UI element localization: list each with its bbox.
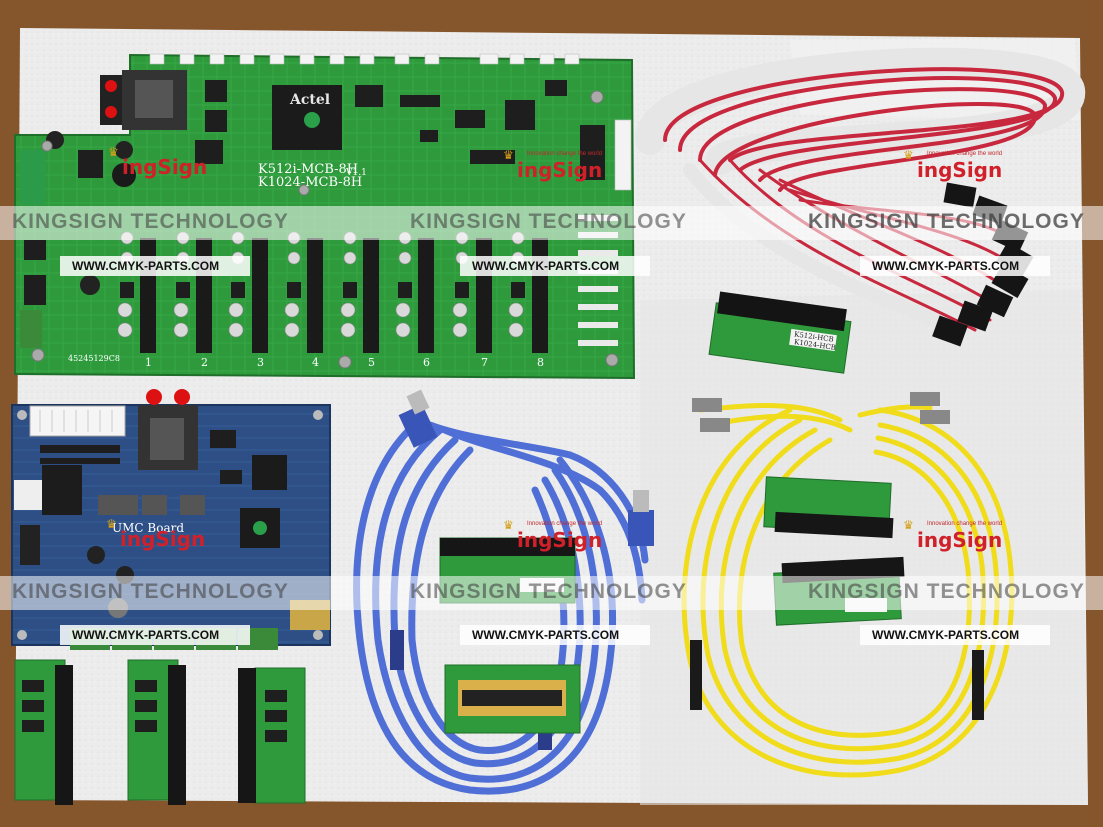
watermark-brand-text: KINGSIGN TECHNOLOGY xyxy=(12,210,289,233)
watermark-url-band xyxy=(60,625,250,645)
logo-brand: ingSign xyxy=(120,527,206,551)
logo-brand: ingSign xyxy=(517,528,603,552)
watermark-url: WWW.CMYK-PARTS.COM xyxy=(72,259,220,273)
watermark-brand-text: KINGSIGN TECHNOLOGY xyxy=(410,210,687,233)
watermark-url-band xyxy=(460,256,650,276)
main-board-label-2: K1024-MCB-8H xyxy=(258,175,363,190)
kingsign-logo: ♛ Innovation change the world ingSign xyxy=(503,518,603,552)
fiber-connectors xyxy=(690,392,984,720)
kingsign-logo: ♛ Innovation change the world ingSign xyxy=(903,518,1003,552)
watermark-url-band xyxy=(860,625,1050,645)
kingsign-logo: ♛ ingSign xyxy=(106,517,206,551)
kingsign-logo: ♛ Innovation change the world ingSign xyxy=(903,148,1003,182)
watermark-url-band xyxy=(460,625,650,645)
logo-tagline: Innovation change the world xyxy=(927,151,1003,157)
kingsign-logo: ♛ Innovation change the world ingSign xyxy=(503,148,603,182)
main-board-label-1: K512i-MCB-8H xyxy=(258,162,359,177)
main-board-serial: 45245129C8 xyxy=(68,354,120,363)
main-board-version: V1.1 xyxy=(346,168,367,178)
slot-number: 3 xyxy=(257,356,264,369)
crown-icon: ♛ xyxy=(903,148,914,162)
logo-brand: ingSign xyxy=(122,155,208,179)
crown-icon: ♛ xyxy=(903,518,914,532)
crown-icon: ♛ xyxy=(503,518,514,532)
main-board-chip-brand: Actel xyxy=(290,92,331,108)
logo-tagline: Innovation change the world xyxy=(527,521,603,527)
watermark-brand-text: KINGSIGN TECHNOLOGY xyxy=(410,580,687,603)
watermark-url: WWW.CMYK-PARTS.COM xyxy=(872,628,1020,642)
umc-board-label: UMC Board xyxy=(112,521,185,535)
slot-number: 8 xyxy=(537,356,544,369)
watermark-brand-text: KINGSIGN TECHNOLOGY xyxy=(12,580,289,603)
slot-number: 6 xyxy=(423,356,430,369)
crown-icon: ♛ xyxy=(106,517,117,531)
crown-icon: ♛ xyxy=(108,145,119,159)
usb-connectors xyxy=(390,389,654,750)
logo-brand: ingSign xyxy=(917,528,1003,552)
watermark-url-band xyxy=(860,256,1050,276)
logo-brand: ingSign xyxy=(517,158,603,182)
kingsign-logo: ♛ ingSign xyxy=(108,145,208,179)
slot-number: 7 xyxy=(481,356,488,369)
watermark-url: WWW.CMYK-PARTS.COM xyxy=(472,259,620,273)
watermark-url: WWW.CMYK-PARTS.COM xyxy=(472,628,620,642)
slot-number: 2 xyxy=(201,356,208,369)
ribbon-cable-bundle xyxy=(635,47,1085,337)
watermark-url: WWW.CMYK-PARTS.COM xyxy=(72,628,220,642)
crown-icon: ♛ xyxy=(503,148,514,162)
adapter-board-top xyxy=(708,291,852,374)
slot-number: 1 xyxy=(145,356,152,369)
slot-number: 4 xyxy=(312,356,319,369)
umc-blue-board xyxy=(11,389,331,650)
logo-tagline: Innovation change the world xyxy=(527,151,603,157)
watermark-brand-text: KINGSIGN TECHNOLOGY xyxy=(808,580,1085,603)
watermark-brand-text: KINGSIGN TECHNOLOGY xyxy=(808,210,1085,233)
watermark-band-bottom xyxy=(0,576,1103,610)
watermark-url-band xyxy=(60,256,250,276)
watermark-band-top xyxy=(0,206,1103,240)
logo-tagline: Innovation change the world xyxy=(927,521,1003,527)
slot-number: 5 xyxy=(368,356,375,369)
watermark-url: WWW.CMYK-PARTS.COM xyxy=(872,259,1020,273)
small-adapter-boards xyxy=(14,659,306,805)
logo-brand: ingSign xyxy=(917,158,1003,182)
